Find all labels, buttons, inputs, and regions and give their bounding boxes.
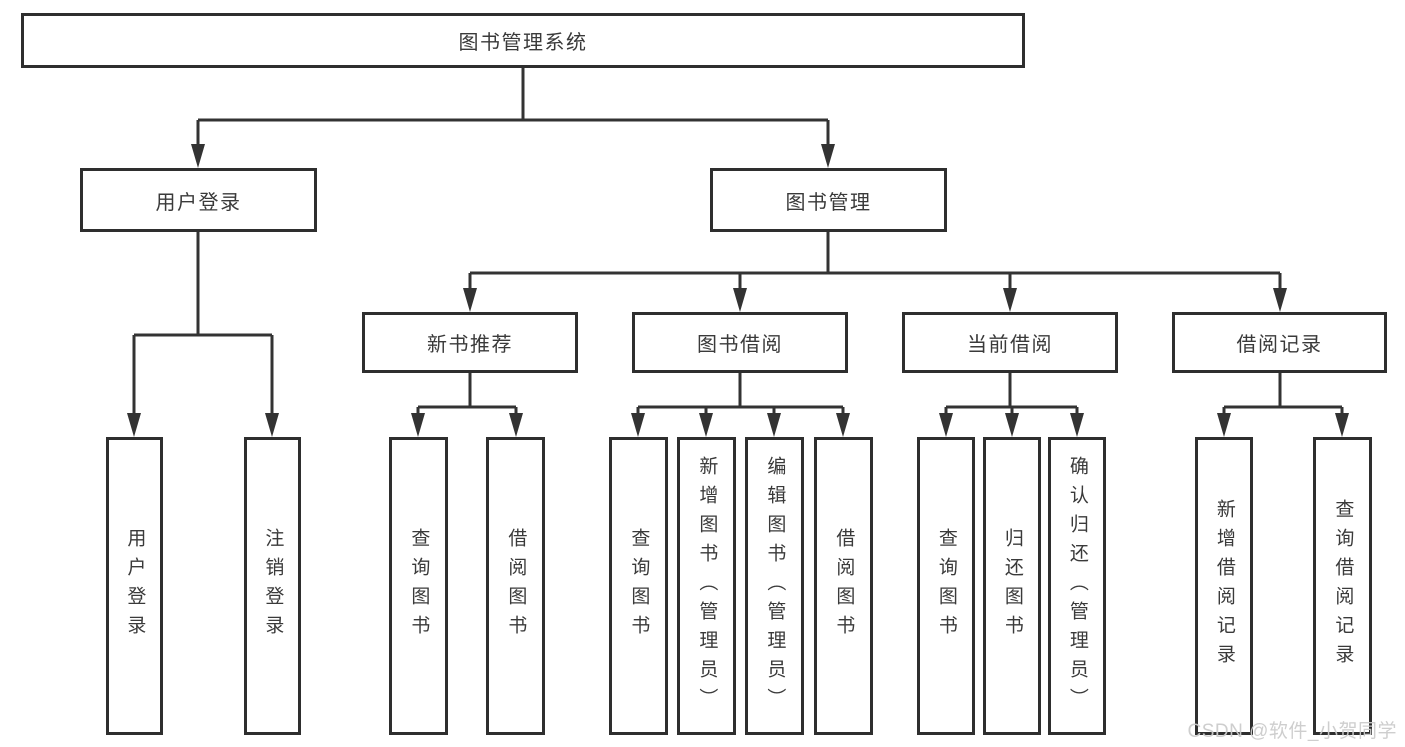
node-user-login: 用户登录 [80, 168, 317, 232]
node-user-login-leaf-label: 用户登录 [124, 528, 146, 644]
node-borrowing-records-label: 借阅记录 [1236, 334, 1323, 356]
node-add-book-admin-label: 新增图书（管理员） [696, 455, 718, 717]
node-current-borrowing: 当前借阅 [902, 312, 1118, 373]
node-query-books-current-label: 查询图书 [935, 528, 957, 644]
node-query-borrow-record: 查询借阅记录 [1313, 437, 1372, 735]
node-query-books-borrowing: 查询图书 [609, 437, 668, 735]
node-logout-label: 注销登录 [262, 528, 284, 644]
node-return-books-label: 归还图书 [1001, 528, 1023, 644]
node-query-books-borrowing-label: 查询图书 [628, 528, 650, 644]
node-library-system-label: 图书管理系统 [458, 32, 588, 54]
node-user-login-leaf: 用户登录 [106, 437, 163, 735]
node-current-borrowing-label: 当前借阅 [967, 334, 1053, 356]
node-edit-book-admin-label: 编辑图书（管理员） [764, 455, 786, 717]
node-user-login-label: 用户登录 [155, 191, 242, 214]
node-add-borrow-record-label: 新增借阅记录 [1213, 499, 1235, 673]
node-book-management: 图书管理 [710, 168, 947, 232]
node-query-books-recommend-label: 查询图书 [408, 528, 430, 644]
node-borrow-books-recommend: 借阅图书 [486, 437, 545, 735]
node-query-borrow-record-label: 查询借阅记录 [1332, 499, 1354, 673]
node-query-books-current: 查询图书 [917, 437, 975, 735]
node-query-books-recommend: 查询图书 [389, 437, 448, 735]
edge-user-login-to-children [127, 232, 279, 437]
edge-root-to-level2 [191, 68, 835, 168]
node-return-books: 归还图书 [983, 437, 1041, 735]
node-borrow-books-recommend-label: 借阅图书 [505, 528, 527, 644]
node-borrowing-records: 借阅记录 [1172, 312, 1387, 373]
node-edit-book-admin: 编辑图书（管理员） [745, 437, 804, 735]
node-add-book-admin: 新增图书（管理员） [677, 437, 736, 735]
node-new-book-recommend: 新书推荐 [362, 312, 578, 373]
node-library-system: 图书管理系统 [21, 13, 1025, 68]
edge-book-borrowing-to-children [631, 373, 850, 437]
node-book-management-label: 图书管理 [785, 191, 872, 214]
node-borrow-books-borrowing-label: 借阅图书 [833, 528, 855, 644]
node-borrow-books-borrowing: 借阅图书 [814, 437, 873, 735]
node-book-borrowing-label: 图书借阅 [697, 334, 783, 356]
node-confirm-return-admin: 确认归还（管理员） [1048, 437, 1106, 735]
edge-borrowing-records-to-children [1217, 373, 1349, 437]
node-new-book-recommend-label: 新书推荐 [427, 334, 513, 356]
node-confirm-return-admin-label: 确认归还（管理员） [1066, 455, 1088, 717]
node-logout: 注销登录 [244, 437, 301, 735]
node-add-borrow-record: 新增借阅记录 [1195, 437, 1253, 735]
edge-current-borrowing-to-children [939, 373, 1084, 437]
node-book-borrowing: 图书借阅 [632, 312, 848, 373]
watermark: CSDN @软件_小贺同学 [1187, 721, 1397, 742]
edge-new-book-recommend-to-children [411, 373, 523, 437]
edge-book-management-to-level3 [463, 232, 1287, 312]
